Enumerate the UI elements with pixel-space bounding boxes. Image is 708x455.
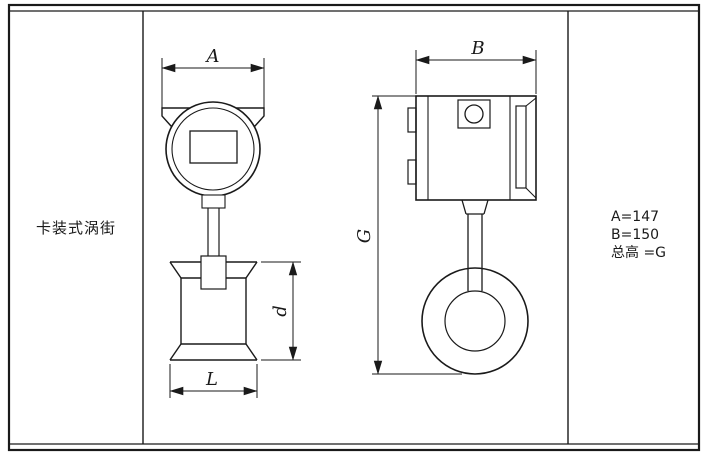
side-bracket-bar [515, 105, 527, 189]
wafer-ring-bore [444, 290, 506, 352]
housing [407, 95, 537, 201]
body-bevel [245, 343, 258, 361]
body-bevel [169, 343, 182, 361]
neck-taper [461, 199, 467, 215]
body-bevel [245, 261, 258, 279]
spec-notes: A=147 B=150 总高 =G [611, 209, 666, 261]
left-tab-lower [407, 159, 417, 185]
dimension-L [169, 364, 258, 398]
product-type-label: 卡装式涡街 [36, 219, 116, 237]
mounting-bracket [161, 107, 265, 127]
neck-taper [483, 199, 489, 215]
front-view: A [161, 46, 301, 398]
dimension-d [261, 261, 301, 361]
dimension-G [372, 95, 462, 375]
table-frame [7, 3, 701, 452]
side-view: B [354, 38, 537, 375]
cable-entry-box [457, 99, 491, 129]
dim-label-B: B [470, 38, 484, 59]
dim-label-L: L [205, 369, 218, 390]
outer-border [7, 3, 701, 452]
housing-outline [415, 95, 537, 201]
body-bevel [169, 261, 182, 279]
wafer-body [169, 261, 258, 361]
bracket-chamfer [525, 187, 537, 199]
side-neck [461, 199, 489, 291]
sensor-block [200, 255, 227, 290]
spec-note-g: 总高 =G [611, 244, 666, 261]
dim-label-d: d [270, 305, 291, 317]
spec-note-a: A=147 [611, 209, 659, 225]
left-tab-upper [407, 107, 417, 133]
bracket-chamfer [525, 97, 537, 107]
dimension-A [161, 58, 265, 108]
spec-note-b: B=150 [611, 227, 659, 243]
dimension-B [415, 50, 537, 94]
cable-entry-port [464, 104, 484, 124]
display-window [189, 130, 238, 164]
dim-label-A: A [205, 46, 220, 67]
dim-label-G: G [354, 229, 375, 243]
neck-collar [201, 194, 226, 209]
